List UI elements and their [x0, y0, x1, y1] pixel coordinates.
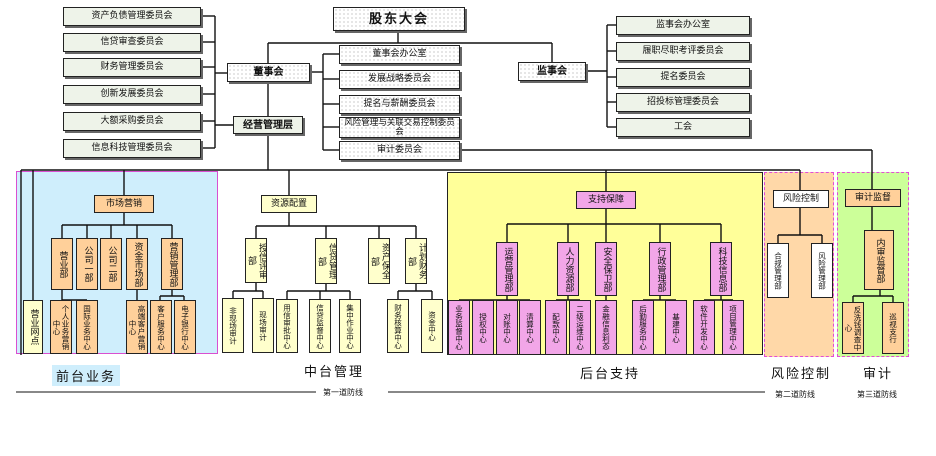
front-unit-business-dept: 营业部	[51, 238, 73, 290]
labor-union: 工会	[616, 118, 750, 137]
middle-sub-centralized-ops: 集中作业中心	[339, 299, 361, 353]
front-head-marketing: 市场营销	[94, 195, 154, 213]
middle-sub-credit-supervision: 信贷监督中心	[309, 299, 331, 353]
audit-sub-patrol: 巡视支行	[882, 302, 904, 354]
back-sub-supervision: 业务监督中心	[448, 300, 470, 355]
label-audit: 审计	[863, 367, 894, 382]
back-unit-operations: 运营管理部	[496, 242, 518, 296]
audit-unit-internal: 内审监督部	[864, 230, 894, 290]
risk-head: 风险控制	[773, 190, 829, 208]
back-sub-authorization: 授权中心	[472, 300, 494, 355]
label-risk-control: 风险控制	[771, 367, 832, 382]
second-line-of-defense: 第二道防线	[775, 390, 815, 399]
middle-unit-credit-review: 授信评审部	[245, 238, 267, 283]
front-sub-customer-service: 客户服务中心	[150, 300, 172, 354]
front-unit-corporate-1: 公司一部	[76, 238, 98, 290]
front-unit-treasury: 资金市场部	[126, 238, 148, 290]
front-sub-international: 国际业务中心	[76, 300, 98, 354]
board-office: 董事会办公室	[339, 45, 460, 64]
middle-unit-planning-finance: 计划财务部	[405, 238, 427, 284]
board-of-supervisors: 监事会	[518, 62, 586, 81]
back-unit-admin: 行政管理部	[649, 242, 671, 296]
front-sub-retail-center: 个人业务营销中心	[50, 300, 72, 354]
committee-it: 信息科技管理委员会	[63, 139, 201, 158]
supervisor-office: 监事会办公室	[616, 16, 750, 35]
committee-procurement: 大额采购委员会	[63, 112, 201, 131]
back-sub-cash-allocation: 配款中心	[545, 300, 567, 355]
front-unit-marketing-mgmt: 营销管理部	[161, 238, 183, 290]
back-sub-reconciliation: 对账中心	[496, 300, 518, 355]
middle-head-resources: 资源配置	[261, 195, 317, 213]
back-sub-clearing: 清算中心	[519, 300, 541, 355]
audit-sub-aml: 反洗钱调查中心	[842, 302, 864, 354]
committee-credit-review: 信贷审查委员会	[63, 33, 201, 52]
middle-sub-offsite-audit: 非现场审计	[222, 298, 244, 353]
back-unit-hr: 人力资源部	[557, 242, 579, 296]
back-unit-technology: 科技信息部	[710, 242, 732, 296]
management-team: 经营管理层	[233, 116, 303, 134]
front-unit-corporate-2: 公司二部	[100, 238, 122, 290]
board-of-directors: 董事会	[227, 63, 310, 82]
middle-unit-credit-mgmt: 信贷管理部	[315, 238, 337, 284]
shareholders-meeting: 股东大会	[333, 7, 465, 31]
middle-sub-funds: 资金中心	[421, 299, 443, 353]
back-sub-software-dev: 软件开发中心	[693, 300, 715, 355]
back-sub-logistics: 后勤服务中心	[632, 300, 654, 355]
board-strategy-committee: 发展战略委员会	[339, 70, 460, 89]
supervisor-bidding-committee: 招投标管理委员会	[616, 93, 750, 112]
back-unit-security: 安全保卫部	[595, 242, 617, 296]
back-sub-l2-maintenance: 二级运维中心	[569, 300, 591, 355]
third-line-of-defense: 第三道防线	[857, 390, 897, 399]
board-risk-committee: 风险管理与关联交易控制委员会	[339, 117, 460, 138]
middle-sub-onsite-audit: 现场审计	[252, 298, 274, 353]
label-front-business: 前台业务	[52, 365, 121, 386]
front-unit-branches: 营业网点	[23, 300, 43, 354]
risk-unit-risk-mgmt: 风险管理部	[811, 243, 833, 298]
front-sub-high-end: 高端客户营销中心	[126, 300, 148, 354]
front-sub-e-banking: 电子银行中心	[174, 300, 196, 354]
audit-head: 审计监督	[845, 189, 901, 207]
first-line-of-defense: 第一道防线	[323, 388, 363, 397]
middle-sub-accounting: 财务核算中心	[387, 299, 409, 353]
committee-asset-liability: 资产负债管理委员会	[63, 7, 201, 26]
back-sub-financial-info: 金融信息利态	[595, 300, 617, 355]
supervisor-nomination-committee: 提名委员会	[616, 68, 750, 87]
risk-unit-compliance: 合规管理部	[767, 243, 789, 298]
back-sub-construction: 基建中心	[665, 300, 687, 355]
label-back-support: 后台支持	[580, 367, 641, 382]
board-nomination-committee: 提名与薪酬委员会	[339, 95, 460, 114]
board-audit-committee: 审计委员会	[339, 141, 460, 160]
committee-finance: 财务管理委员会	[63, 58, 201, 77]
middle-sub-credit-approval: 用信审批中心	[276, 299, 298, 353]
back-sub-project-mgmt: 项目管理中心	[722, 300, 744, 355]
back-head-support: 支持保障	[576, 191, 636, 209]
middle-unit-asset-protection: 资产保全部	[368, 238, 390, 284]
committee-innovation: 创新发展委员会	[63, 85, 201, 104]
label-middle-management: 中台管理	[304, 365, 365, 380]
supervisor-evaluation-committee: 履职尽职考评委员会	[616, 42, 750, 61]
